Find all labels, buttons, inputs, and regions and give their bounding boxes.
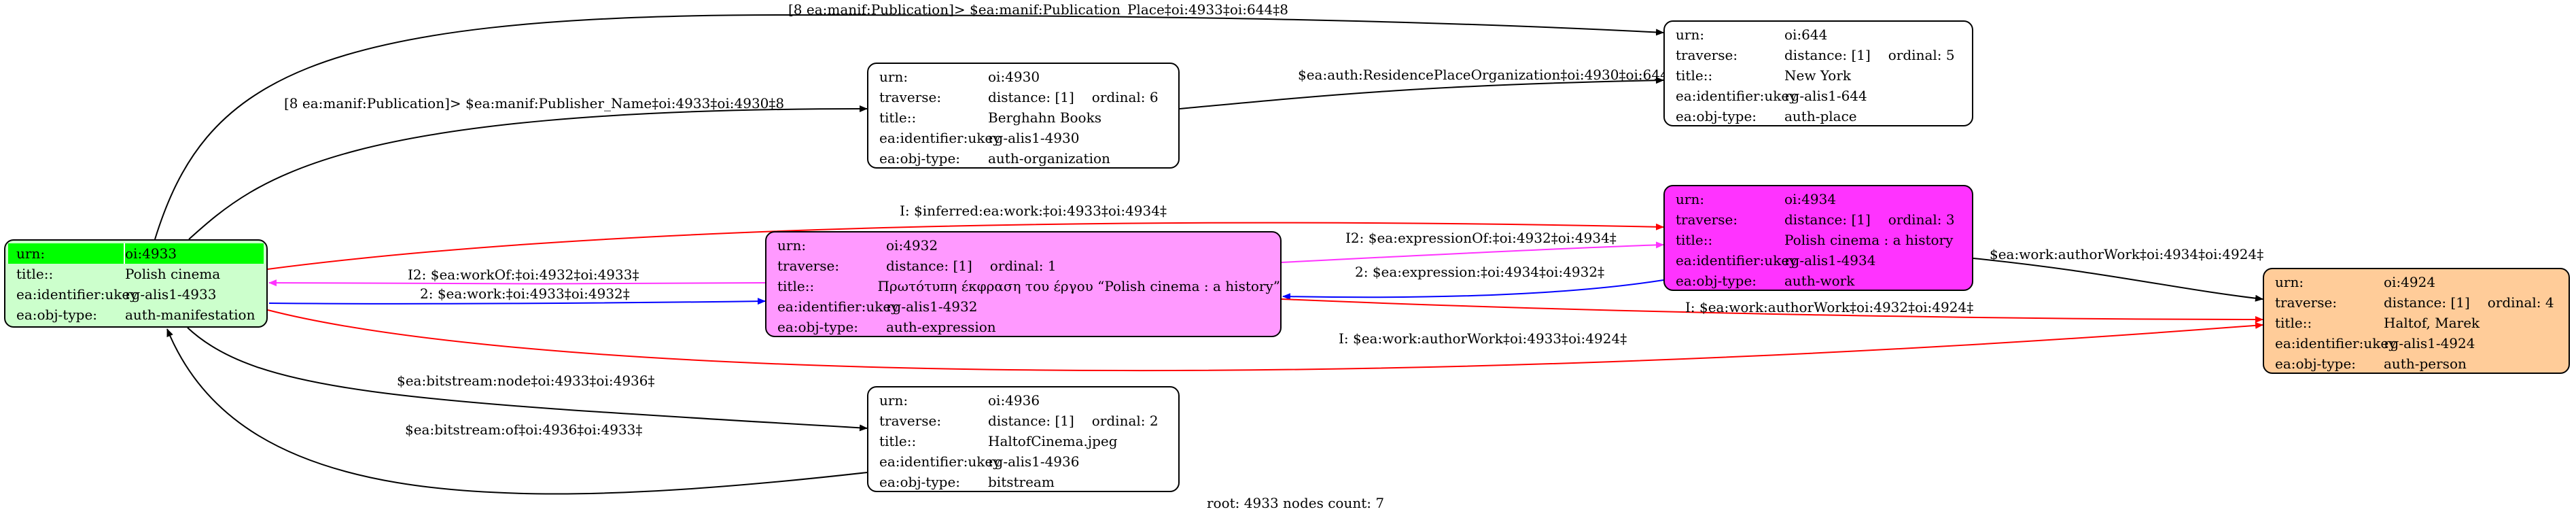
edge-label-bitstream-of: $ea:bitstream:of‡oi:4936‡oi:4933‡ bbox=[405, 421, 643, 438]
edge-label-publisher: [8 ea:manif:Publication]> $ea:manif:Publ… bbox=[284, 95, 785, 111]
node-row-traverse: traverse:distance: [1]ordinal: 2 bbox=[879, 413, 1159, 429]
node-row-objtype: ea:obj-type:auth-expression bbox=[777, 319, 996, 335]
node-row-urn: urn:oi:4933 bbox=[8, 243, 264, 264]
edge-authorwork-4934 bbox=[1973, 258, 2263, 302]
node-row-objtype: ea:obj-type:auth-work bbox=[1676, 273, 1855, 289]
node-4924[interactable]: urn:oi:4924 traverse:distance: [1]ordina… bbox=[2263, 268, 2570, 374]
node-row-objtype: ea:obj-type:auth-organization bbox=[879, 150, 1110, 167]
edge-label-authorwork-4932: I: $ea:work:authorWork‡oi:4932‡oi:4924‡ bbox=[1685, 299, 1974, 315]
node-4934[interactable]: urn:oi:4934 traverse:distance: [1]ordina… bbox=[1663, 185, 1973, 291]
node-4933[interactable]: urn:oi:4933 title::Polish cinema ea:iden… bbox=[4, 239, 268, 328]
node-row-title: title::HaltofCinema.jpeg bbox=[879, 433, 1118, 449]
footer-caption: root: 4933 nodes count: 7 bbox=[1207, 495, 1385, 511]
node-row-urn: urn:oi:4930 bbox=[879, 69, 1040, 85]
node-row-title: title::Polish cinema : a history bbox=[1676, 232, 1954, 248]
edge-label-residence: $ea:auth:ResidencePlaceOrganization‡oi:4… bbox=[1298, 67, 1676, 83]
edge-expression bbox=[1282, 279, 1664, 300]
node-row-objtype: ea:obj-type:bitstream bbox=[879, 474, 1055, 490]
node-4932[interactable]: urn:oi:4932 traverse:distance: [1]ordina… bbox=[765, 231, 1282, 337]
edge-label-expressionof: I2: $ea:expressionOf:‡oi:4932‡oi:4934‡ bbox=[1345, 230, 1617, 246]
node-row-objtype: ea:obj-type:auth-manifestation bbox=[16, 307, 255, 323]
edge-label-work: 2: $ea:work:‡oi:4933‡oi:4932‡ bbox=[420, 286, 630, 302]
node-row-traverse: traverse:distance: [1]ordinal: 5 bbox=[1676, 47, 1955, 63]
edge-authorwork-4933 bbox=[267, 309, 2263, 372]
edge-label-workof: I2: $ea:workOf:‡oi:4932‡oi:4933‡ bbox=[408, 266, 639, 283]
node-row-objtype: ea:obj-type:auth-person bbox=[2275, 356, 2467, 372]
edge-label-bitstream-node: $ea:bitstream:node‡oi:4933‡oi:4936‡ bbox=[397, 373, 655, 389]
node-row-title: title::Haltof, Marek bbox=[2275, 315, 2480, 331]
node-row-urn: urn:oi:644 bbox=[1676, 27, 1828, 43]
node-row-urn: urn:oi:4924 bbox=[2275, 274, 2436, 290]
edge-place bbox=[154, 14, 1664, 240]
node-row-traverse: traverse:distance: [1]ordinal: 4 bbox=[2275, 294, 2554, 311]
edge-inferred bbox=[267, 222, 1664, 270]
node-4936[interactable]: urn:oi:4936 traverse:distance: [1]ordina… bbox=[867, 386, 1180, 492]
node-row-objtype: ea:obj-type:auth-place bbox=[1676, 108, 1857, 124]
node-row-traverse: traverse:distance: [1]ordinal: 6 bbox=[879, 89, 1159, 105]
node-4930[interactable]: urn:oi:4930 traverse:distance: [1]ordina… bbox=[867, 63, 1180, 169]
node-row-title: title::Πρωτότυπη έκφραση του έργου “Poli… bbox=[777, 278, 1280, 294]
edge-work bbox=[268, 298, 766, 305]
node-row-urn: urn:oi:4934 bbox=[1676, 191, 1837, 207]
edge-label-inferred: I: $inferred:ea:work:‡oi:4933‡oi:4934‡ bbox=[900, 203, 1167, 219]
node-644[interactable]: urn:oi:644 traverse:distance: [1]ordinal… bbox=[1663, 20, 1973, 126]
edge-publisher bbox=[188, 105, 868, 240]
node-row-title: title::Berghahn Books bbox=[879, 109, 1101, 126]
node-row-title: title::New York bbox=[1676, 67, 1851, 84]
edge-bitstream-node bbox=[187, 327, 868, 432]
edge-label-expression: 2: $ea:expression:‡oi:4934‡oi:4932‡ bbox=[1355, 264, 1605, 280]
edge-label-authorwork-4934: $ea:work:authorWork‡oi:4934‡oi:4924‡ bbox=[1990, 246, 2264, 262]
node-row-traverse: traverse:distance: [1]ordinal: 3 bbox=[1676, 211, 1955, 228]
edge-workof bbox=[268, 279, 766, 287]
edge-label-authorwork-4933: I: $ea:work:authorWork‡oi:4933‡oi:4924‡ bbox=[1339, 330, 1627, 347]
edge-expressionof bbox=[1281, 241, 1664, 263]
edge-bitstream-of bbox=[166, 328, 868, 495]
edge-authorwork-4932 bbox=[1281, 298, 2263, 323]
node-row-urn: urn:oi:4932 bbox=[777, 237, 938, 254]
edge-label-place: [8 ea:manif:Publication]> $ea:manif:Publ… bbox=[788, 1, 1288, 18]
node-row-traverse: traverse:distance: [1]ordinal: 1 bbox=[777, 258, 1057, 274]
node-row-title: title::Polish cinema bbox=[16, 266, 221, 282]
node-row-urn: urn:oi:4936 bbox=[879, 392, 1040, 409]
edge-residence bbox=[1179, 77, 1664, 109]
